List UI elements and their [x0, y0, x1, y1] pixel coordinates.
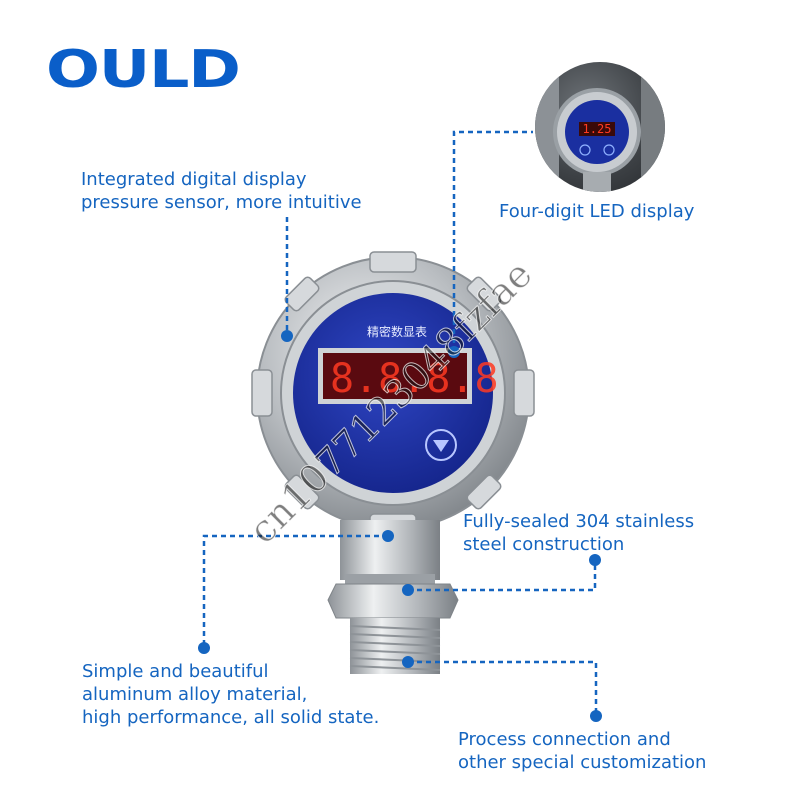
- callout-line: other special customization: [458, 752, 707, 773]
- callout-dot: [281, 330, 293, 342]
- gauge-face-label: 精密数显表: [366, 325, 427, 339]
- callout-led-display: Four-digit LED display: [499, 200, 694, 223]
- svg-text:8.8.8.8: 8.8.8.8: [330, 356, 499, 402]
- callout-line: Process connection and: [458, 729, 671, 750]
- svg-text:1.25: 1.25: [583, 122, 612, 136]
- callout-line: high performance, all solid state.: [82, 707, 380, 728]
- callout-line: Simple and beautiful: [82, 661, 269, 682]
- callout-line: Fully-sealed 304 stainless: [463, 511, 695, 532]
- callout-process-connection: Process connection and other special cus…: [458, 728, 706, 774]
- callout-line: Integrated digital display: [81, 169, 307, 190]
- callout-aluminum-alloy: Simple and beautiful aluminum alloy mate…: [82, 660, 379, 729]
- callout-line: aluminum alloy material,: [82, 684, 308, 705]
- brand-logo: OULD: [46, 40, 241, 100]
- callout-sealed-steel: Fully-sealed 304 stainless steel constru…: [463, 510, 694, 556]
- callout-line: steel construction: [463, 534, 625, 555]
- callout-line: pressure sensor, more intuitive: [81, 192, 362, 213]
- callout-line: Four-digit LED display: [499, 201, 695, 222]
- callout-integrated-display: Integrated digital display pressure sens…: [81, 168, 362, 214]
